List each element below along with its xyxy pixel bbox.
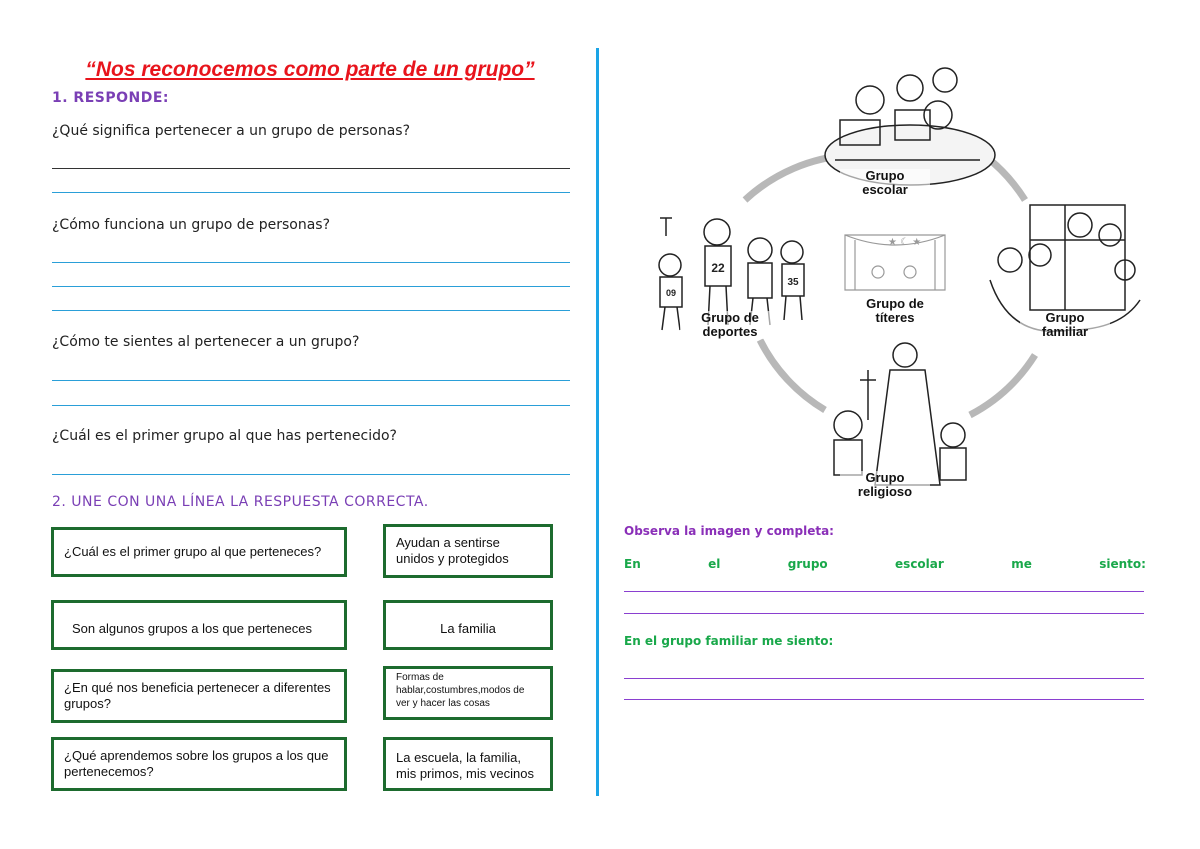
page-title: “Nos reconocemos como parte de un grupo” [85,58,535,81]
answer-line[interactable] [624,678,1144,679]
match-answer-box[interactable]: Formas de hablar,costumbres,modos de ver… [383,666,553,720]
match-question-box[interactable]: ¿Cuál es el primer grupo al que pertenec… [51,527,347,577]
jersey-number: 35 [787,277,799,288]
answer-line[interactable] [52,310,570,311]
word: me [1011,557,1032,571]
word: En [624,557,641,571]
answer-line[interactable] [624,613,1144,614]
match-question-box[interactable]: Son algunos grupos a los que perteneces [51,600,347,650]
answer-line[interactable] [52,405,570,406]
match-question-box[interactable]: ¿Qué aprendemos sobre los grupos a los q… [51,737,347,791]
match-answer-box[interactable]: La escuela, la familia, mis primos, mis … [383,737,553,791]
column-divider [596,48,599,796]
question-1: ¿Qué significa pertenecer a un grupo de … [52,123,411,139]
groups-diagram: 22 35 09 ★ ☾ ★ [658,67,1141,486]
section-2-heading: 2. UNE CON UNA LÍNEA LA RESPUESTA CORREC… [52,494,429,510]
answer-line[interactable] [52,168,570,169]
svg-text:★ ☾ ★: ★ ☾ ★ [888,237,921,248]
question-4: ¿Cuál es el primer grupo al que has pert… [52,428,397,444]
answer-line[interactable] [52,192,570,193]
jersey-number: 22 [711,261,725,275]
match-answer-box[interactable]: La familia [383,600,553,650]
escolar-sentence: En el grupo escolar me siento: [624,557,1146,571]
match-answer-box[interactable]: Ayudan a sentirse unidos y protegidos [383,524,553,578]
jersey-number: 09 [666,288,676,298]
puppet-theatre-illustration: ★ ☾ ★ [844,234,946,291]
match-question-box[interactable]: ¿En qué nos beneficia pertenecer a difer… [51,669,347,723]
answer-line[interactable] [52,286,570,287]
word: grupo [787,557,828,571]
answer-line[interactable] [52,474,570,475]
answer-line[interactable] [52,262,570,263]
religious-group-illustration [833,342,967,486]
word: escolar [895,557,944,571]
question-3: ¿Cómo te sientes al pertenecer a un grup… [52,334,360,350]
answer-line[interactable] [52,380,570,381]
answer-line[interactable] [624,699,1144,700]
answer-line[interactable] [624,591,1144,592]
word: el [708,557,721,571]
section-1-heading: 1. RESPONDE: [52,90,170,106]
question-2: ¿Cómo funciona un grupo de personas? [52,217,331,233]
school-group-illustration [824,67,996,186]
word: siento: [1099,557,1146,571]
observe-heading: Observa la imagen y completa: [624,524,834,538]
familiar-sentence: En el grupo familiar me siento: [624,634,834,648]
sports-group-illustration [658,217,805,331]
